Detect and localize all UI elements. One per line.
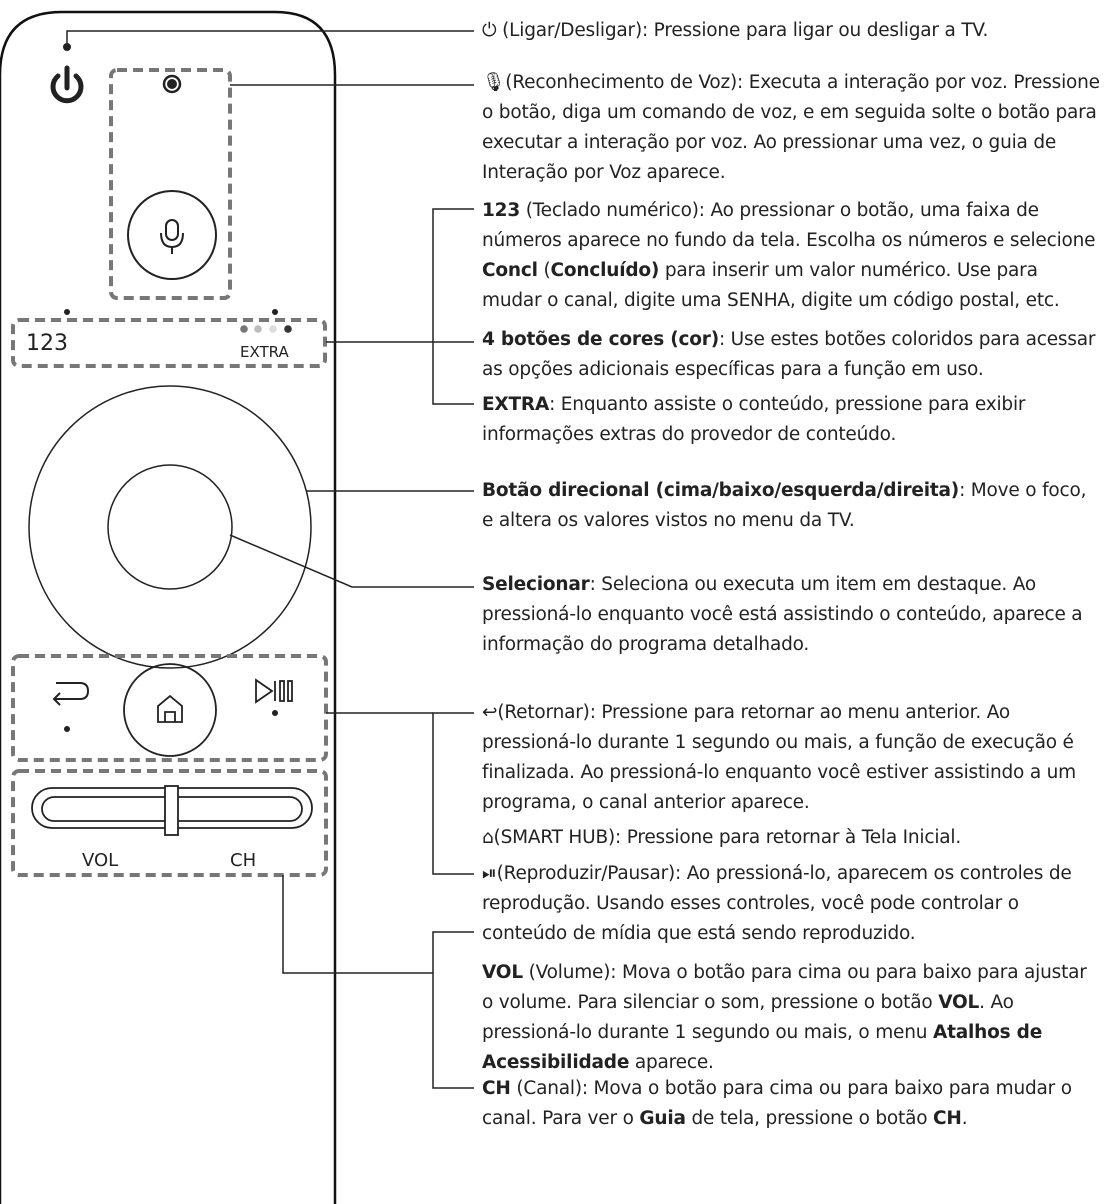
desc-playpause: ⏯(Reproduzir/Pausar): Ao pressioná-lo, a…: [482, 863, 1072, 944]
return-icon: [52, 682, 90, 706]
key-ch: CH: [230, 850, 256, 871]
return-icon: ↩: [482, 702, 498, 723]
desc-extra: EXTRA: Enquanto assiste o conteúdo, pres…: [482, 394, 1026, 445]
desc-return: ↩(Retornar): Pressione para retornar ao …: [482, 702, 1076, 813]
desc-numeric: 123 (Teclado numérico): Ao pressionar o …: [482, 200, 1096, 311]
vol-ch-rocker[interactable]: [31, 785, 313, 836]
microphone-icon: [160, 219, 184, 254]
desc-voice: 🎙(Reconhecimento de Voz): Executa a inte…: [482, 72, 1100, 183]
leader-lines: [66, 30, 474, 1089]
desc-vol: VOL (Volume): Mova o botão para cima ou …: [482, 962, 1087, 1073]
play-pause-icon: ⏯: [482, 863, 497, 884]
leader-vol-ch: [282, 875, 433, 974]
desc-color: 4 botões de cores (cor): Use estes botõe…: [482, 329, 1096, 380]
microphone-icon: 🎙: [482, 72, 506, 93]
home-icon: ⌂: [482, 827, 494, 848]
leader-select: [229, 534, 474, 588]
desc-select: Selecionar: Seleciona ou executa um item…: [482, 574, 1083, 655]
return-button[interactable]: [52, 682, 90, 732]
leader-nav-bracket: [432, 712, 474, 875]
desc-home: ⌂(SMART HUB): Pressione para retornar à …: [482, 827, 962, 848]
play-pause-button[interactable]: [255, 678, 293, 716]
desc-power: ⏻ (Ligar/Desligar): Pressione para ligar…: [482, 20, 989, 41]
select-button[interactable]: [107, 464, 233, 590]
dpad-ring[interactable]: [28, 385, 312, 669]
play-pause-icon: [255, 678, 293, 704]
voice-button[interactable]: [127, 190, 217, 280]
number-extra-box: [11, 318, 327, 368]
navigation-box: [11, 654, 328, 762]
key-vol: VOL: [82, 850, 118, 871]
voice-group-box: [109, 68, 232, 300]
power-icon: ⏻: [482, 20, 497, 41]
home-icon: [157, 694, 183, 723]
home-button[interactable]: [123, 663, 217, 757]
power-icon: [50, 73, 84, 104]
leader-power: [66, 30, 474, 44]
desc-dpad: Botão direcional (cima/baixo/esquerda/di…: [482, 480, 1087, 531]
vol-ch-box: [11, 769, 328, 877]
key-123[interactable]: 123: [26, 331, 68, 356]
key-extra[interactable]: EXTRA: [240, 343, 289, 361]
remote-body: [0, 10, 337, 1204]
leader-vol-ch-bracket: [432, 931, 474, 1089]
leader-123-extra: [432, 208, 474, 405]
mic-hole: [162, 74, 182, 94]
desc-ch: CH (Canal): Mova o botão para cima ou pa…: [482, 1078, 1072, 1129]
power-button[interactable]: [50, 43, 84, 104]
color-buttons[interactable]: [240, 325, 292, 333]
